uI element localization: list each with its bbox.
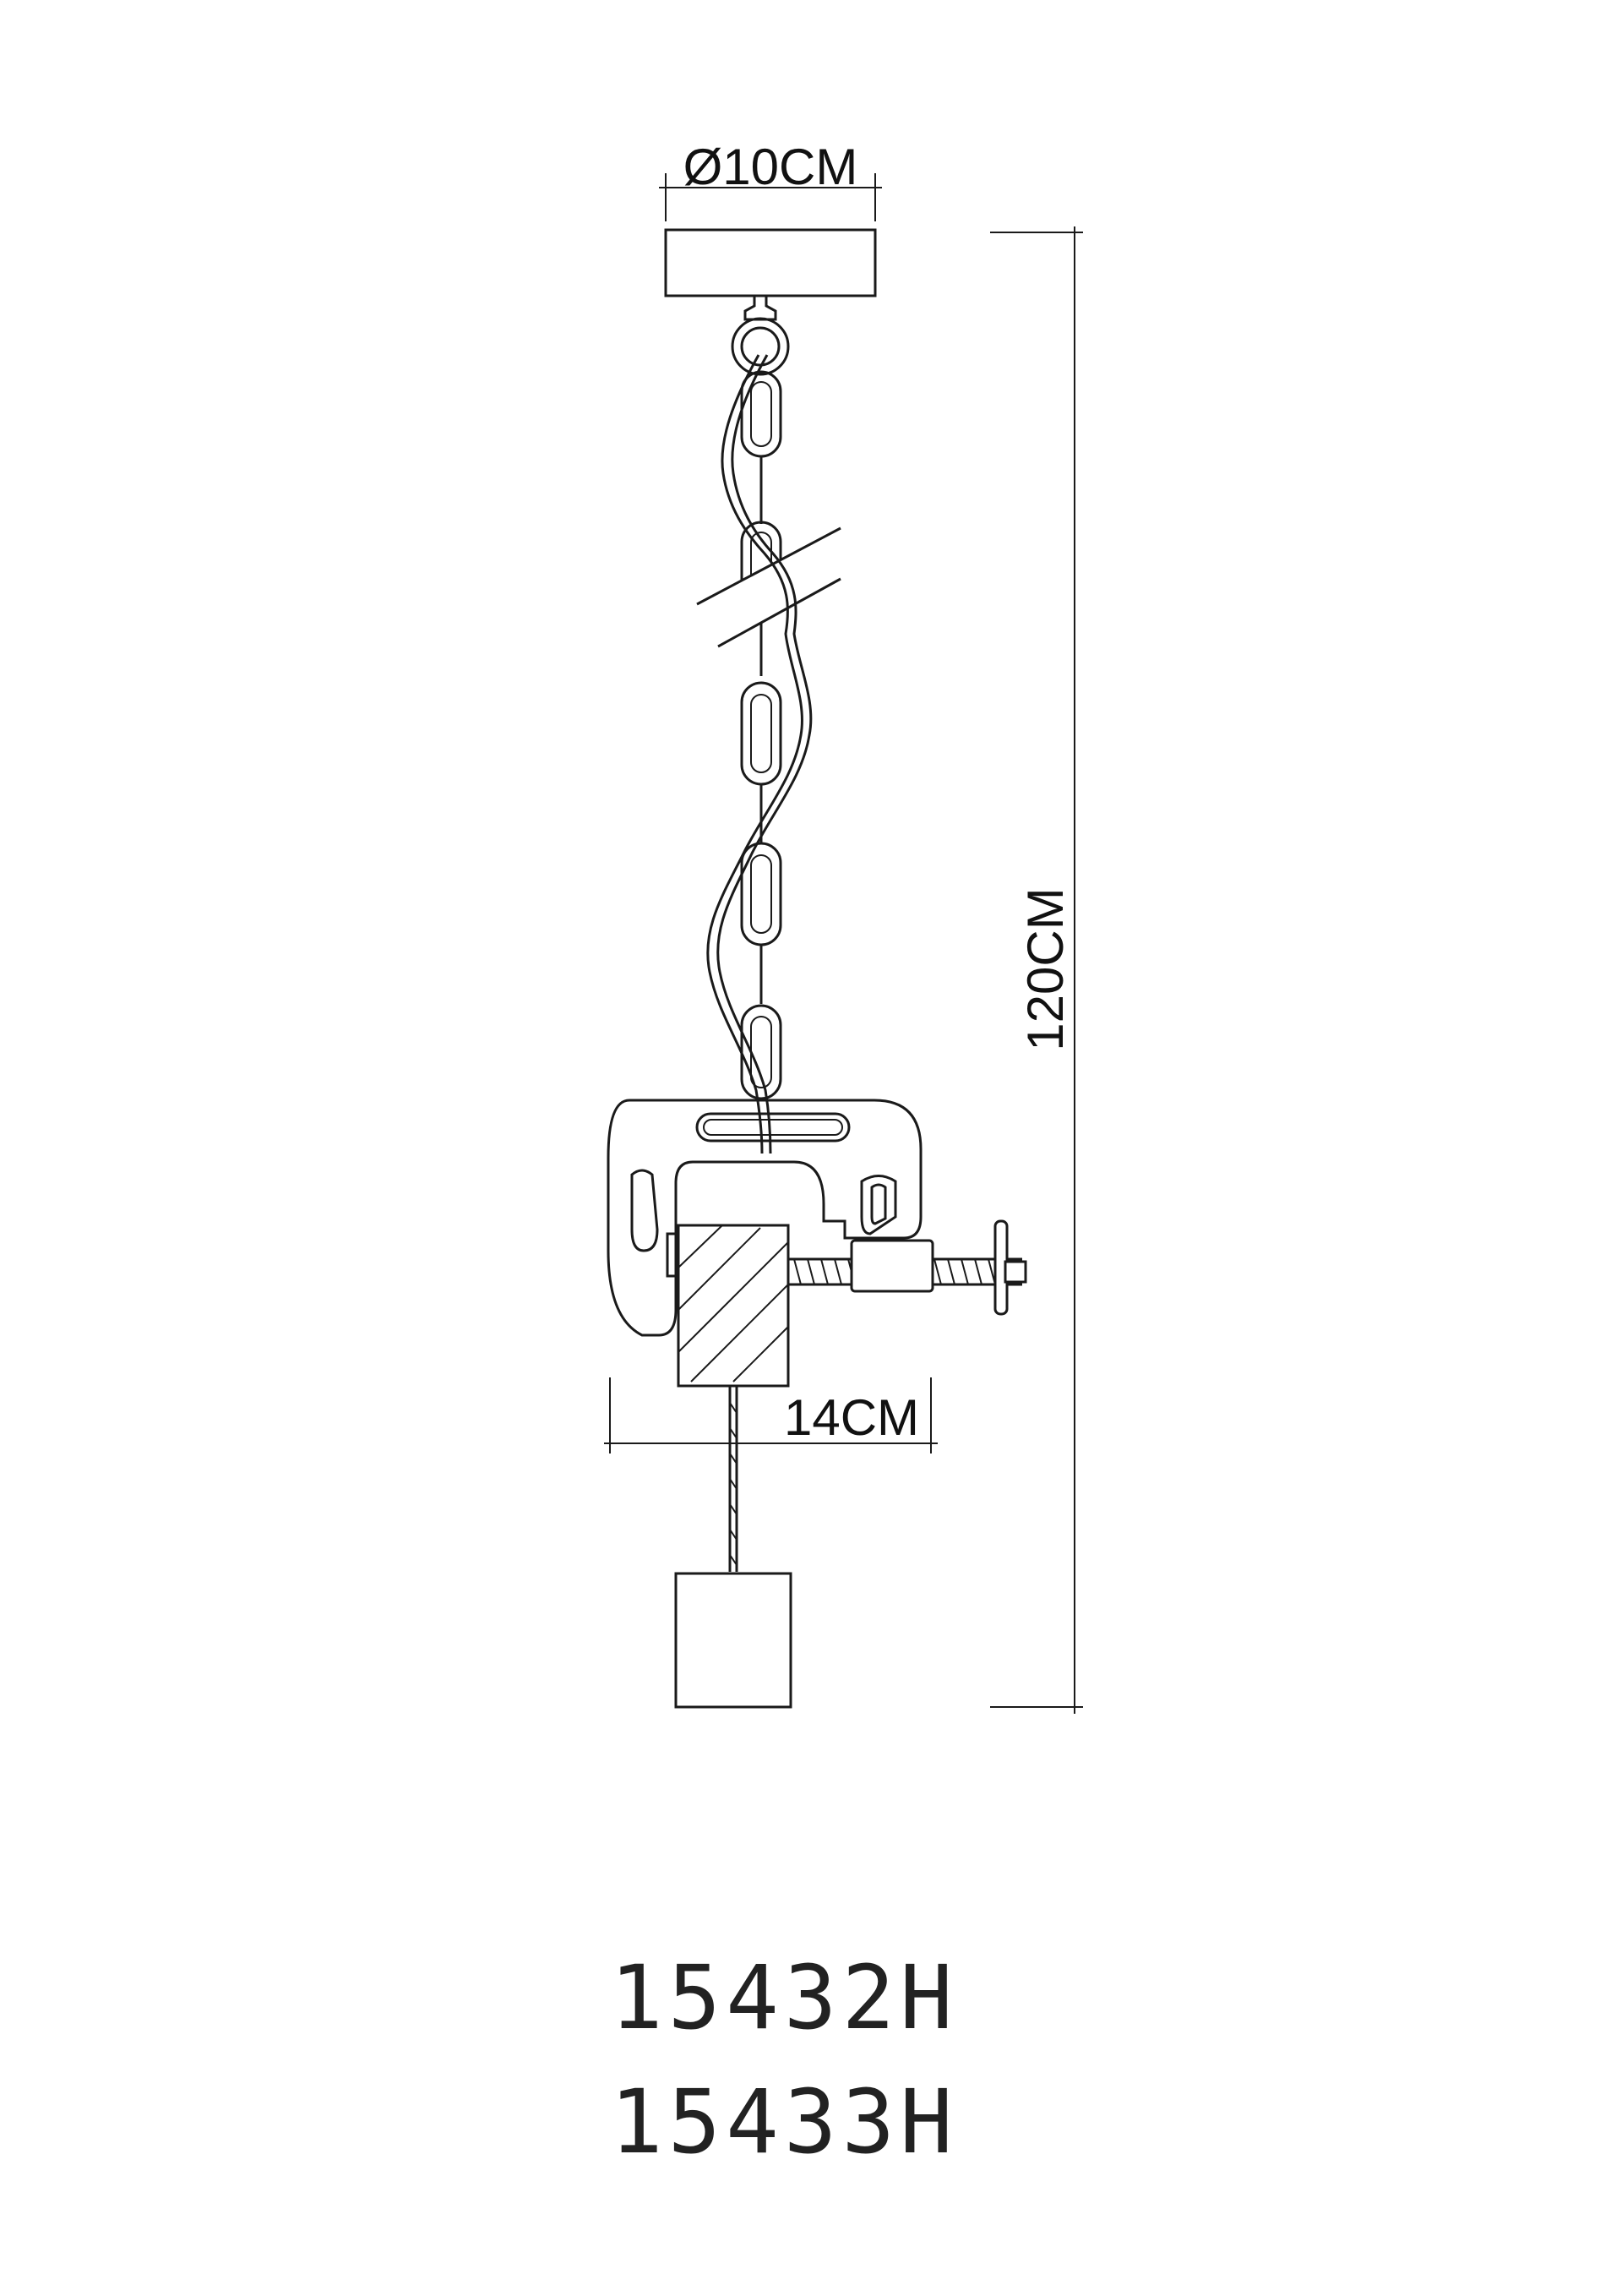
clamp-width-dimension: 14CM: [604, 1377, 938, 1453]
clamp-width-label: 14CM: [784, 1389, 919, 1446]
chain-link: [740, 681, 782, 786]
chain-link: [740, 1004, 782, 1100]
chain-link: [740, 370, 782, 458]
twisted-cable: [706, 354, 813, 1154]
total-height-label: 120CM: [1017, 887, 1074, 1050]
canopy-diameter-dimension: Ø10CM: [659, 139, 882, 221]
length-break-symbol: [696, 526, 841, 648]
model-number: 15433H: [610, 2070, 958, 2173]
ceiling-canopy: [664, 228, 877, 297]
chain: [740, 370, 782, 1100]
model-numbers: 15432H 15433H: [610, 1946, 958, 2173]
model-number: 15432H: [610, 1946, 958, 2049]
canopy-diameter-label: Ø10CM: [683, 139, 858, 195]
lower-cable: [728, 1386, 738, 1572]
canopy-hook: [731, 296, 790, 376]
clamp-frame: [607, 1099, 923, 1337]
lamp-socket: [674, 1572, 792, 1709]
clamp-block: [666, 1224, 790, 1388]
total-height-dimension: 120CM: [990, 226, 1083, 1714]
clamp-screw: [788, 1219, 1027, 1316]
chain-link: [740, 842, 782, 946]
